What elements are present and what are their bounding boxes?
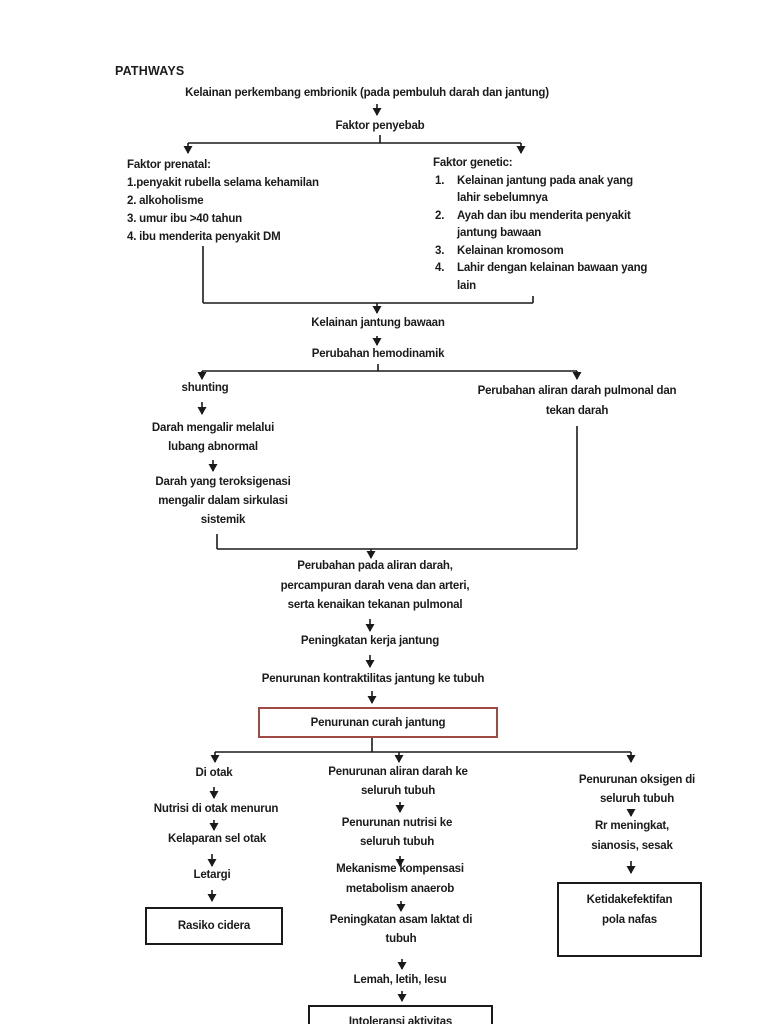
node-body-nutrition: Penurunan nutrisi ke seluruh tubuh	[341, 814, 453, 852]
text-line: Rr meningkat,	[594, 820, 670, 832]
list-item: 3. Kelainan kromosom	[433, 243, 647, 261]
node-weakness: Lemah, letih, lesu	[353, 974, 447, 986]
diagnosis-box-injury-risk: Rasiko cidera	[145, 907, 283, 945]
node-oxygenated-blood: Darah yang teroksigenasi mengalir dalam …	[155, 473, 290, 530]
text-line: lubang abnormal	[168, 441, 258, 453]
text-line: lahir sebelumnya	[457, 192, 548, 204]
node-cardiac-workload: Peningkatan kerja jantung	[300, 635, 440, 647]
node-brain-cell-starvation: Kelaparan sel otak	[167, 833, 267, 845]
node-anaerobic-compensation: Mekanisme kompensasi metabolism anaerob	[336, 859, 464, 899]
node-pulmonal-flow-change: Perubahan aliran darah pulmonal dan teka…	[478, 381, 677, 421]
text-line: Darah yang teroksigenasi	[155, 476, 291, 488]
text-line: pola nafas	[602, 914, 657, 926]
diagnosis-box-activity-intolerance: Intoleransi aktivitas	[308, 1005, 493, 1024]
text-line: serta kenaikan tekanan pulmonal	[287, 599, 463, 611]
text-line: tubuh	[385, 933, 417, 945]
text-line: Kelainan jantung pada anak yang	[457, 174, 633, 187]
node-brain: Di otak	[195, 767, 233, 779]
text-line: metabolism anaerob	[345, 883, 455, 895]
node-lactic-acid: Peningkatan asam laktat di tubuh	[329, 911, 473, 949]
diagnosis-box-ineffective-breathing: Ketidakefektifan pola nafas	[557, 882, 702, 957]
text-line: Perubahan aliran darah pulmonal dan	[477, 385, 677, 397]
text-line: tekan darah	[545, 405, 609, 417]
text-line: Lahir dengan kelainan bawaan yang	[457, 262, 648, 274]
text-line: Peningkatan asam laktat di	[329, 914, 473, 926]
box-label: Penurunan curah jantung	[310, 716, 446, 729]
text-line: Mekanisme kompensasi	[336, 863, 464, 875]
box-label: Ketidakefektifan pola nafas	[587, 890, 673, 930]
text-line: Penurunan aliran darah ke	[328, 766, 468, 778]
text-line: Kelainan kromosom	[457, 244, 564, 257]
text-line: seluruh tubuh	[599, 792, 675, 805]
text-line: Darah mengalir melalui	[151, 422, 275, 434]
list-item: 1. Kelainan jantung pada anak yang lahir …	[433, 173, 647, 208]
text-line: lain	[457, 279, 477, 292]
node-cause-factor: Faktor penyebab	[335, 120, 425, 132]
item-number: 2.	[435, 209, 445, 222]
list-item: 4. ibu menderita penyakit DM	[127, 231, 281, 243]
node-body-blood-flow: Penurunan aliran darah ke seluruh tubuh	[328, 763, 468, 801]
text-line: percampuran darah vena dan arteri,	[280, 579, 470, 592]
node-body-oxygen: Penurunan oksigen di seluruh tubuh	[579, 771, 695, 808]
list-item: 4. Lahir dengan kelainan bawaan yang lain	[433, 260, 647, 295]
genetic-heading: Faktor genetic:	[433, 157, 513, 169]
node-embryonic-defect: Kelainan perkembang embrionik (pada pemb…	[185, 87, 549, 99]
text-line: Ketidakefektifan	[586, 894, 673, 906]
text-line: Penurunan nutrisi ke	[341, 817, 453, 829]
node-lethargy: Letargi	[193, 869, 231, 881]
prenatal-factor-list: Faktor prenatal: 1.penyakit rubella sela…	[127, 156, 319, 246]
text-line: Ayah dan ibu menderita penyakit	[457, 209, 631, 222]
box-label: Intoleransi aktivitas	[348, 1016, 453, 1024]
node-abnormal-hole-flow: Darah mengalir melalui lubang abnormal	[152, 419, 274, 457]
list-item: 3. umur ibu >40 tahun	[127, 213, 242, 225]
item-number: 4.	[435, 262, 445, 274]
text-line: mengalir dalam sirkulasi	[158, 495, 288, 507]
prenatal-heading: Faktor prenatal:	[127, 159, 211, 171]
node-shunting: shunting	[181, 382, 229, 394]
list-item: 2. alkoholisme	[127, 195, 204, 207]
node-mixed-blood-flow: Perubahan pada aliran darah, percampuran…	[281, 557, 470, 616]
node-rr-cyanosis: Rr meningkat, sianosis, sesak	[591, 816, 673, 856]
box-label: Rasiko cidera	[177, 920, 251, 932]
text-line: seluruh tubuh	[360, 785, 436, 797]
genetic-factor-list: Faktor genetic: 1. Kelainan jantung pada …	[433, 155, 647, 295]
text-line: jantung bawaan	[457, 227, 542, 239]
item-number: 1.	[435, 174, 445, 187]
item-number: 3.	[435, 244, 445, 257]
node-contractility-decrease: Penurunan kontraktilitas jantung ke tubu…	[261, 673, 485, 685]
node-brain-nutrition: Nutrisi di otak menurun	[153, 803, 279, 815]
text-line: Penurunan oksigen di	[578, 774, 696, 786]
text-line: sistemik	[200, 514, 246, 526]
text-line: seluruh tubuh	[359, 836, 435, 848]
page-title: PATHWAYS	[115, 64, 185, 78]
list-item: 1.penyakit rubella selama kehamilan	[127, 177, 319, 189]
node-hemodynamic-change: Perubahan hemodinamik	[311, 348, 445, 360]
highlight-box-cardiac-output: Penurunan curah jantung	[258, 707, 498, 738]
list-item: 2. Ayah dan ibu menderita penyakit jantun…	[433, 208, 647, 243]
text-line: Perubahan pada aliran darah,	[297, 560, 453, 572]
text-line: sianosis, sesak	[591, 840, 673, 852]
node-congenital-heart-defect: Kelainan jantung bawaan	[311, 317, 445, 329]
